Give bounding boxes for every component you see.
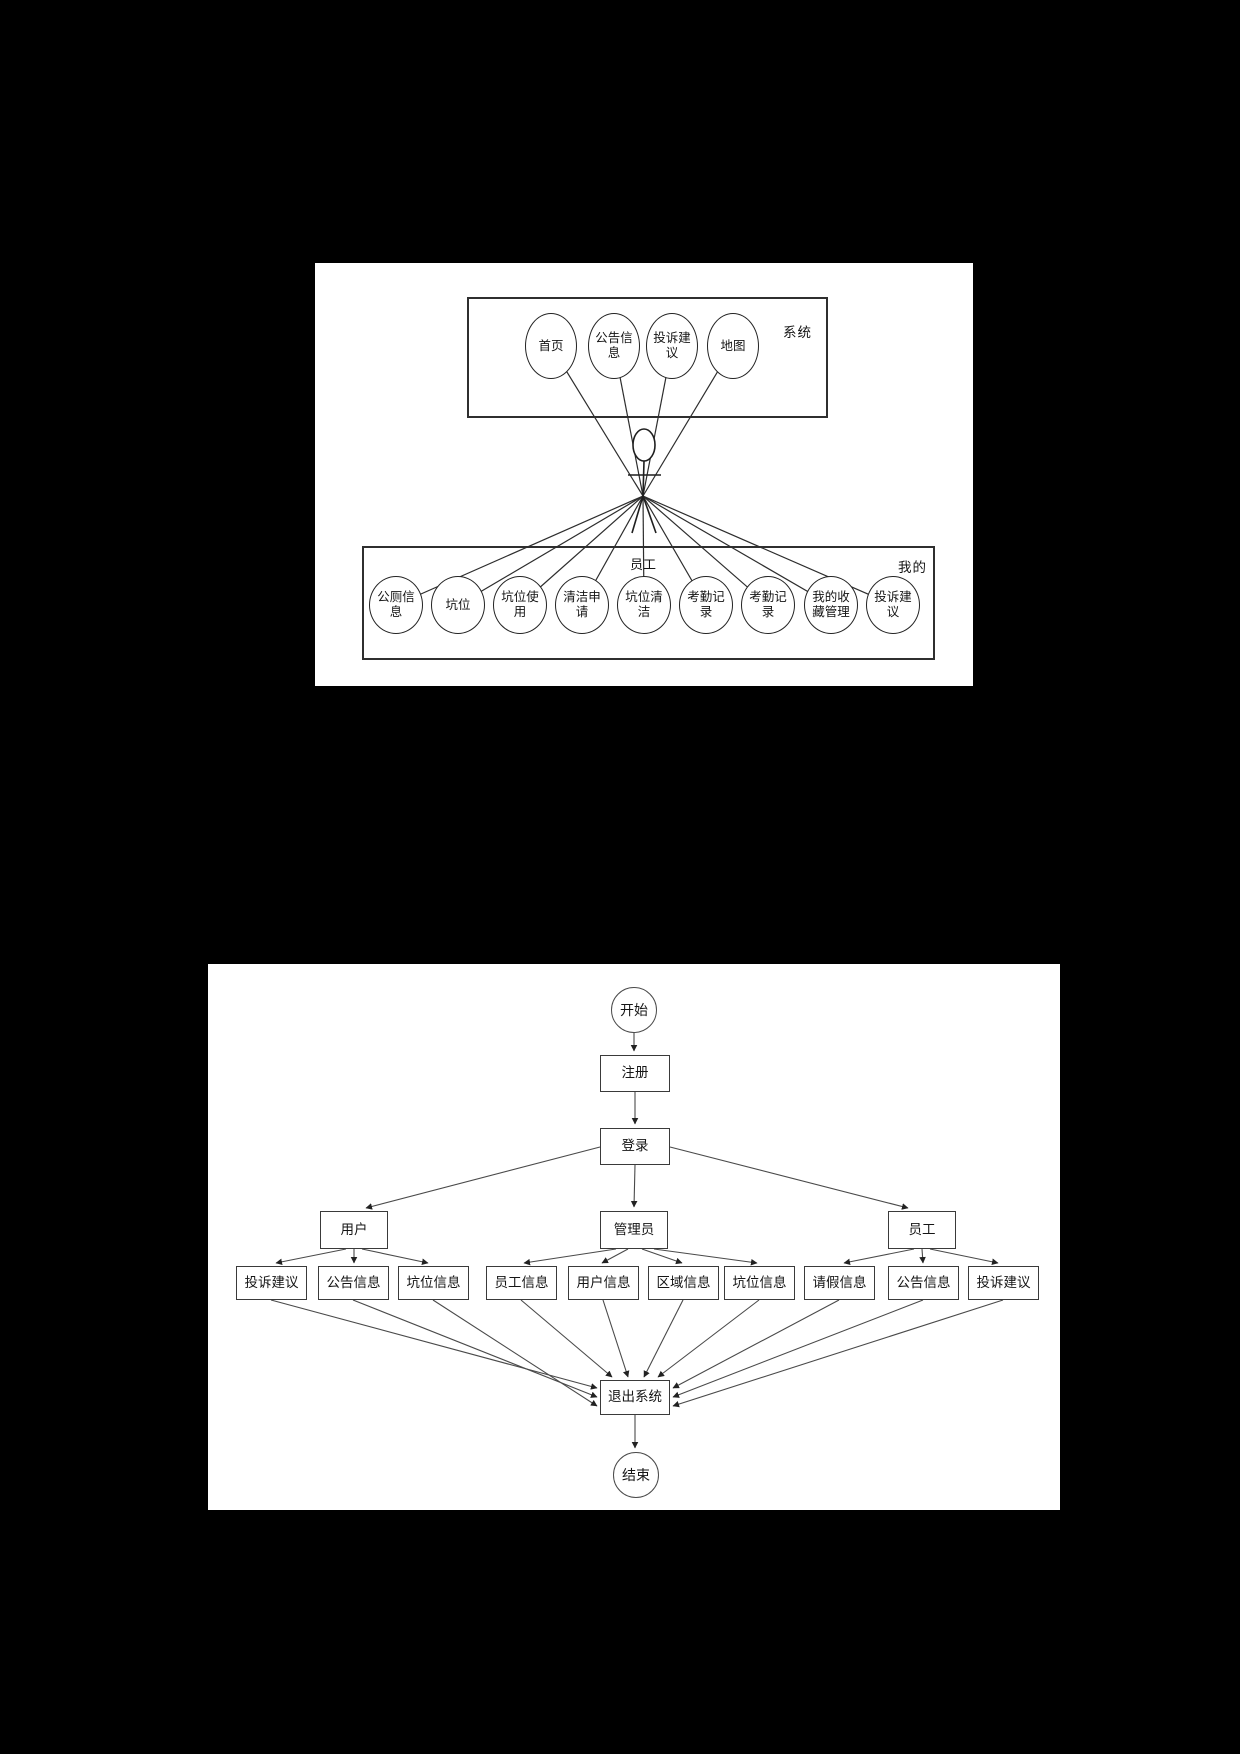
flow-role-user: 用户: [320, 1211, 388, 1249]
usecase-complaint-2: 投诉建议: [866, 576, 920, 634]
usecase-clean-apply: 清洁申请: [555, 576, 609, 634]
usecase-map: 地图: [707, 313, 759, 379]
my-boundary-box: [362, 546, 935, 660]
usecase-attendance-1: 考勤记录: [679, 576, 733, 634]
flow-role-admin: 管理员: [600, 1211, 668, 1249]
flowchart-arrows: [270, 1033, 1004, 1449]
flow-module-admin-user-info: 用户信息: [568, 1266, 639, 1300]
usecase-complaint: 投诉建议: [646, 313, 698, 379]
flow-end-node: 结束: [613, 1452, 659, 1498]
system-boundary-label: 系统: [783, 325, 812, 341]
actor-label: 员工: [630, 558, 657, 573]
flow-module-user-announcement: 公告信息: [318, 1266, 389, 1300]
flow-exit-node: 退出系统: [600, 1380, 670, 1415]
flow-module-staff-complaint: 投诉建议: [968, 1266, 1039, 1300]
flow-module-admin-staff-info: 员工信息: [486, 1266, 557, 1300]
flow-role-staff: 员工: [888, 1211, 956, 1249]
usecase-pit-usage: 坑位使用: [493, 576, 547, 634]
flow-register-node: 注册: [600, 1055, 670, 1092]
flow-module-admin-area-info: 区域信息: [648, 1266, 719, 1300]
flow-module-user-complaint: 投诉建议: [236, 1266, 307, 1300]
flow-start-node: 开始: [611, 987, 657, 1033]
usecase-home: 首页: [525, 313, 577, 379]
system-boundary-box: [467, 297, 828, 418]
usecase-attendance-2: 考勤记录: [741, 576, 795, 634]
flowchart-panel: 开始 注册 登录 用户 管理员 员工 投诉建议 公告信息 坑位信息 员工信息 用…: [208, 964, 1060, 1510]
usecase-announcement: 公告信息: [588, 313, 640, 379]
usecase-favorites: 我的收藏管理: [804, 576, 858, 634]
flow-module-admin-pit-info: 坑位信息: [724, 1266, 795, 1300]
usecase-pit-clean: 坑位清洁: [617, 576, 671, 634]
usecase-pit: 坑位: [431, 576, 485, 634]
usecase-diagram-panel: 系统 我的: [315, 263, 973, 686]
my-boundary-label: 我的: [898, 560, 927, 576]
flow-module-user-pit-info: 坑位信息: [398, 1266, 469, 1300]
flow-module-staff-leave-info: 请假信息: [804, 1266, 875, 1300]
actor-figure: [628, 428, 661, 534]
flow-module-staff-announcement: 公告信息: [888, 1266, 959, 1300]
flow-login-node: 登录: [600, 1128, 670, 1165]
usecase-toilet-info: 公厕信息: [369, 576, 423, 634]
